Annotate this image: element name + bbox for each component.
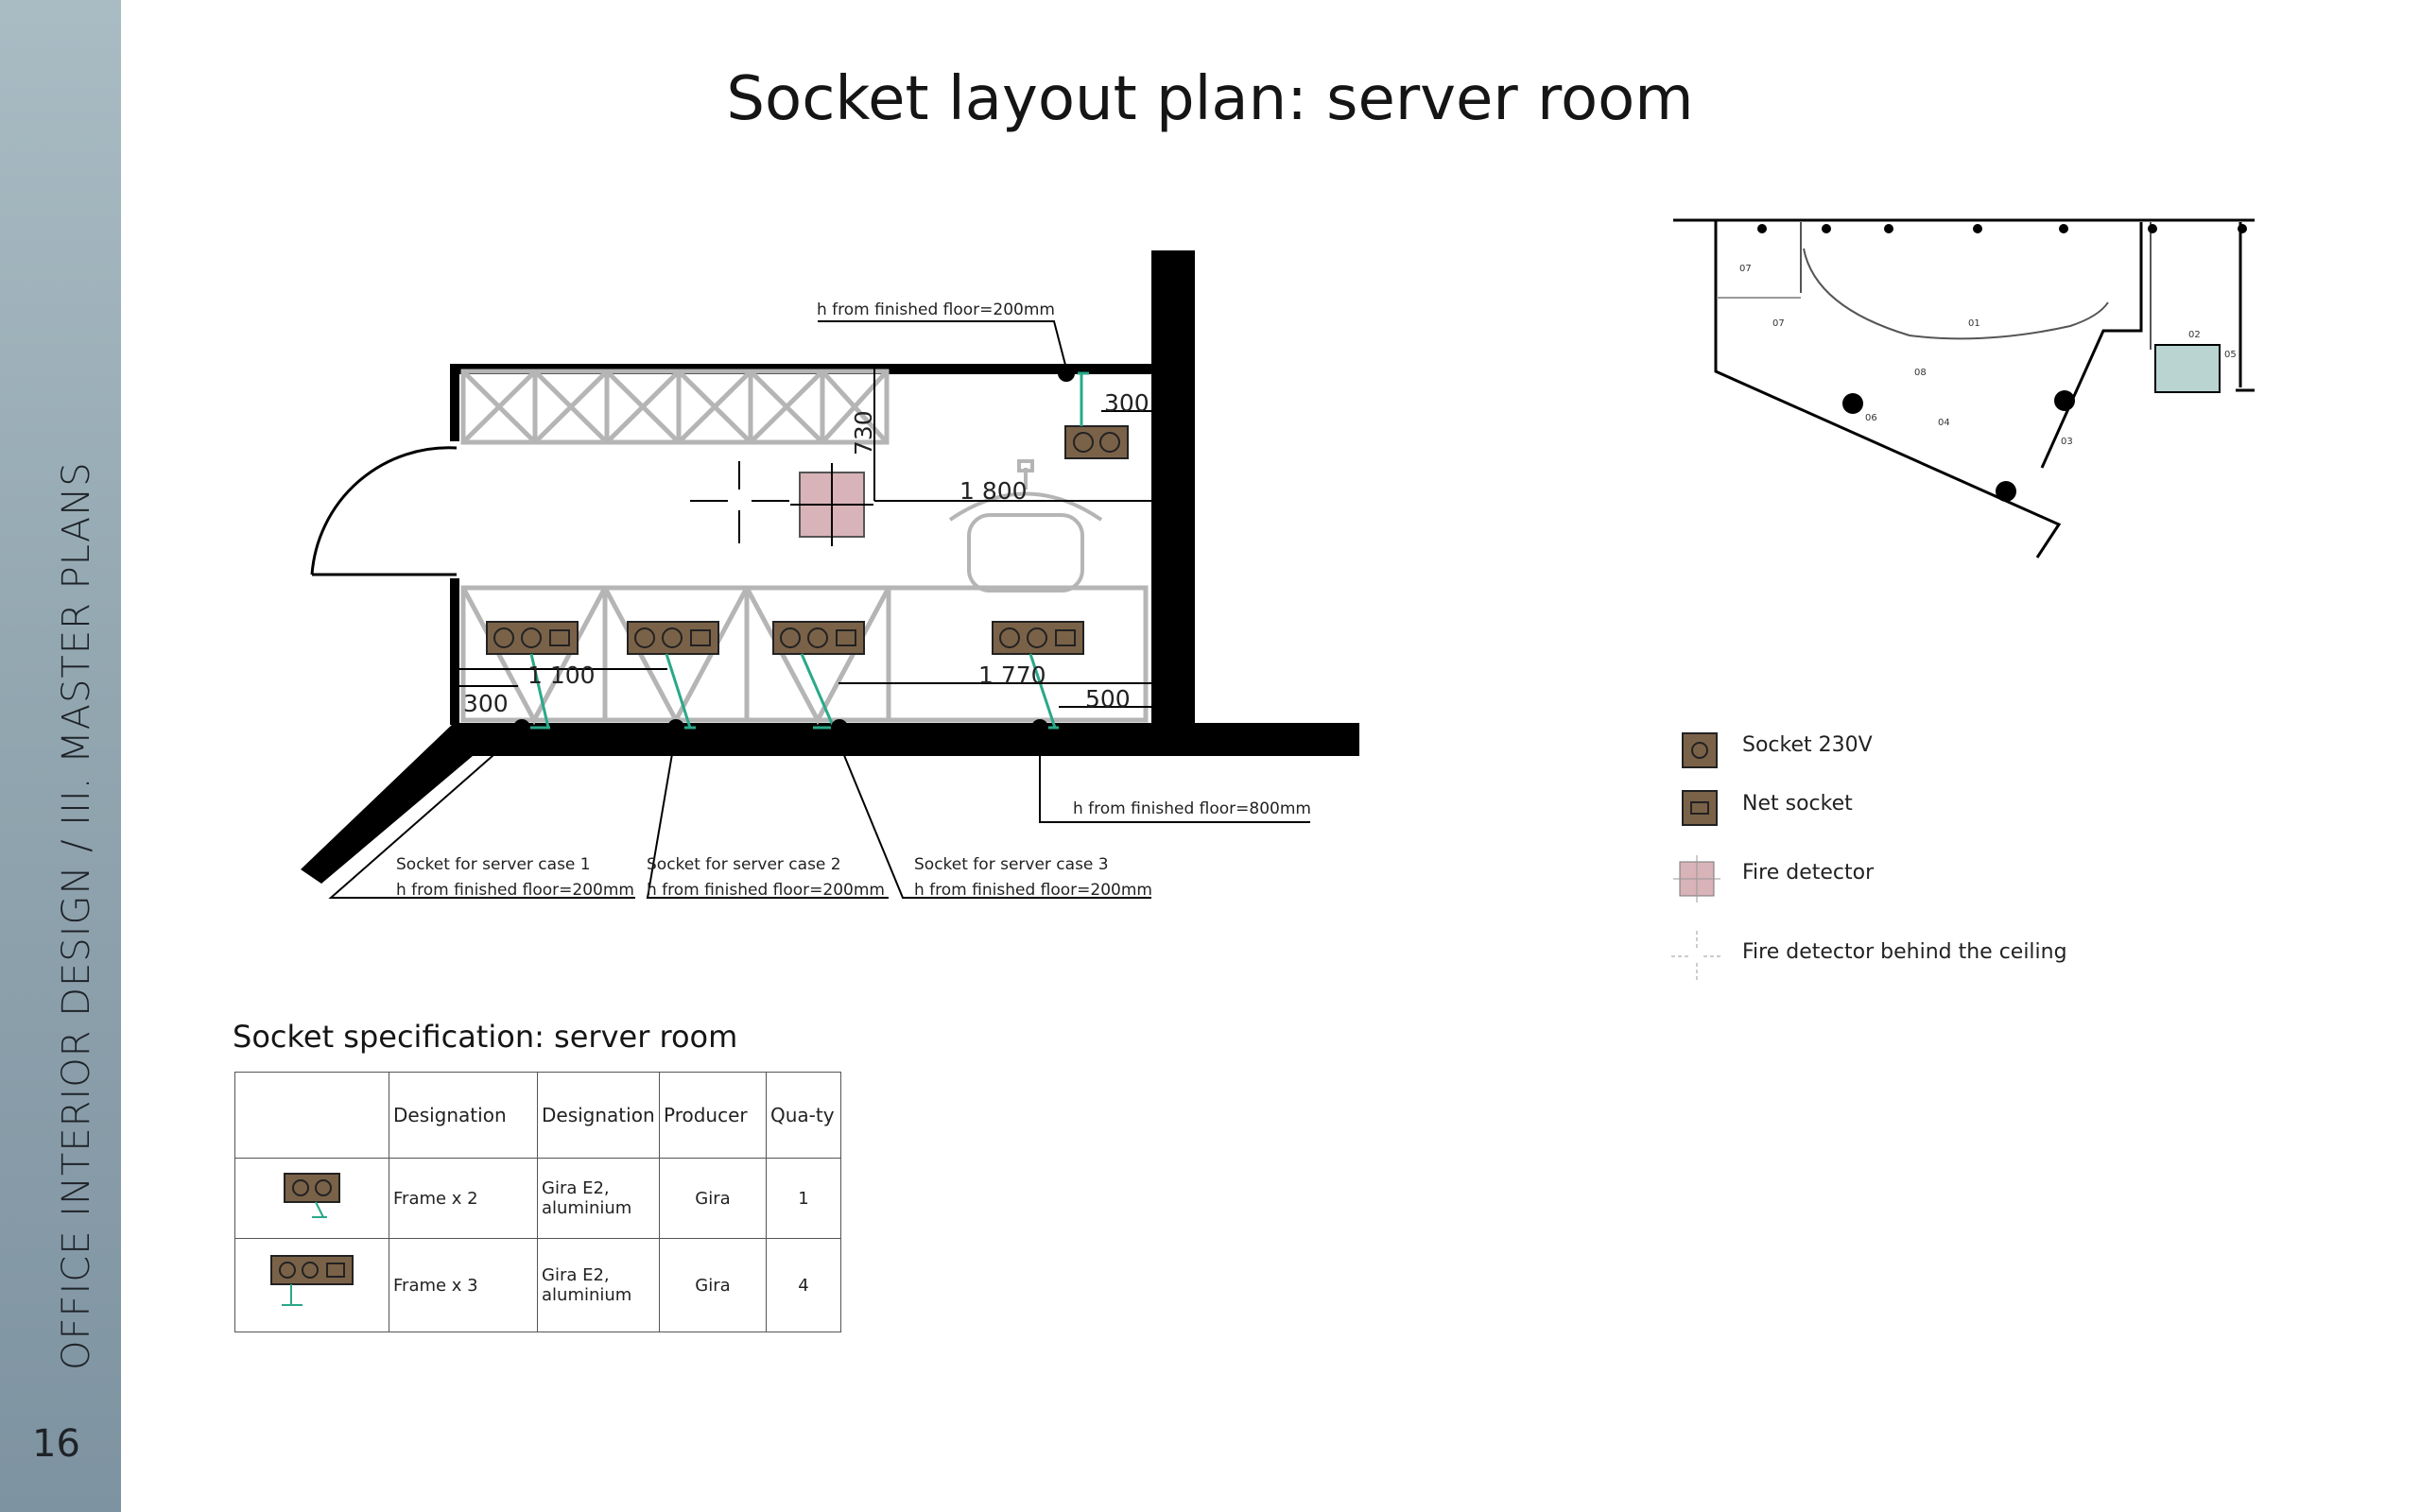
frame-x2-icon <box>284 1172 340 1218</box>
room-label-07a: 07 <box>1739 264 1752 274</box>
page-number: 16 <box>32 1422 80 1466</box>
dim-300-left: 300 <box>463 690 509 717</box>
note-top-height: h from finished floor=200mm <box>817 301 1055 319</box>
dim-730: 730 <box>850 410 877 455</box>
note-right-height: h from finished floor=800mm <box>1073 799 1311 818</box>
sidebar: OFFICE INTERIOR DESIGN / III. MASTER PLA… <box>0 0 121 1512</box>
socket-case-3 <box>772 621 865 655</box>
spec-designation: Frame x 3 <box>389 1238 538 1332</box>
sidebar-title: OFFICE INTERIOR DESIGN / III. MASTER PLA… <box>55 461 98 1370</box>
socket-case-1 <box>486 621 579 655</box>
note-case3-height: h from finished floor=200mm <box>914 881 1152 900</box>
server-room-plan: 730 300 1 800 1 100 300 1 770 500 h from… <box>301 250 1359 900</box>
room-label-03: 03 <box>2061 437 2073 447</box>
note-case3-label: Socket for server case 3 <box>914 855 1109 874</box>
room-label-06: 06 <box>1865 413 1877 423</box>
spec-header-producer: Producer <box>659 1072 767 1159</box>
room-label-02: 02 <box>2188 330 2201 340</box>
spec-header-qty: Qua-ty <box>766 1072 841 1159</box>
spec-row-icon-cell <box>234 1158 389 1239</box>
spec-table: Designation Designation Producer Qua-ty … <box>234 1072 841 1332</box>
spec-producer: Gira <box>659 1158 767 1239</box>
spec-title: Socket specification: server room <box>233 1019 738 1055</box>
socket-230v-icon <box>1682 732 1718 768</box>
table-row: Frame x 3 Gira E2, aluminium Gira 4 <box>234 1238 841 1332</box>
dim-1800: 1 800 <box>959 477 1028 505</box>
room-label-07b: 07 <box>1772 318 1785 329</box>
top-cabinet <box>460 369 890 445</box>
socket-right <box>992 621 1084 655</box>
spec-producer: Gira <box>659 1238 767 1332</box>
fire-detector-icon <box>1673 855 1720 902</box>
spec-header-designation-2: Designation <box>537 1072 660 1159</box>
spec-qty: 1 <box>766 1158 841 1239</box>
table-row: Frame x 2 Gira E2, aluminium Gira 1 <box>234 1158 841 1239</box>
plan-notes: h from finished floor=200mm h from finis… <box>396 301 1311 900</box>
socket-wires <box>527 371 1089 730</box>
spec-designation-2: Gira E2, aluminium <box>537 1238 660 1332</box>
frame-x3-icon <box>270 1254 354 1306</box>
dim-1100: 1 100 <box>527 662 596 689</box>
legend-label-fire-detector-ceiling: Fire detector behind the ceiling <box>1742 940 2067 964</box>
spec-qty: 4 <box>766 1238 841 1332</box>
dim-300-top: 300 <box>1104 389 1150 417</box>
page-title: Socket layout plan: server room <box>726 64 1694 134</box>
dimension-lines <box>459 369 1151 708</box>
spec-header-icon <box>234 1072 389 1159</box>
spec-header-designation: Designation <box>389 1072 538 1159</box>
room-label-05: 05 <box>2224 350 2237 360</box>
spec-header-row: Designation Designation Producer Qua-ty <box>234 1072 841 1159</box>
fire-detector <box>790 463 873 546</box>
note-case2-height: h from finished floor=200mm <box>647 881 885 900</box>
dim-500: 500 <box>1085 685 1131 713</box>
room-label-04: 04 <box>1938 418 1950 428</box>
dim-1770: 1 770 <box>978 662 1046 689</box>
legend-label-net-socket: Net socket <box>1742 792 1853 816</box>
note-case1-label: Socket for server case 1 <box>396 855 591 874</box>
socket-case-2 <box>627 621 719 655</box>
spec-designation: Frame x 2 <box>389 1158 538 1239</box>
legend-label-fire-detector: Fire detector <box>1742 861 1875 885</box>
legend-label-socket-230v: Socket 230V <box>1742 733 1873 757</box>
fire-detector-ceiling <box>690 461 789 543</box>
spec-row-icon-cell <box>234 1238 389 1332</box>
spec-designation-2: Gira E2, aluminium <box>537 1158 660 1239</box>
note-case1-height: h from finished floor=200mm <box>396 881 634 900</box>
room-label-08: 08 <box>1914 368 1927 378</box>
dimension-texts: 730 300 1 800 1 100 300 1 770 500 <box>463 389 1150 717</box>
note-case2-label: Socket for server case 2 <box>647 855 841 874</box>
room-label-01: 01 <box>1968 318 1980 329</box>
door <box>310 446 458 576</box>
wall-socket-points <box>513 365 1075 736</box>
net-socket-icon <box>1682 790 1718 826</box>
fire-detector-ceiling-icon <box>1671 931 1722 982</box>
chair <box>948 459 1103 593</box>
socket-top <box>1064 425 1129 459</box>
walls <box>301 250 1359 884</box>
leader-lines <box>328 320 1310 899</box>
overview-plan: 07 07 01 02 05 08 06 04 03 <box>1673 218 2255 558</box>
